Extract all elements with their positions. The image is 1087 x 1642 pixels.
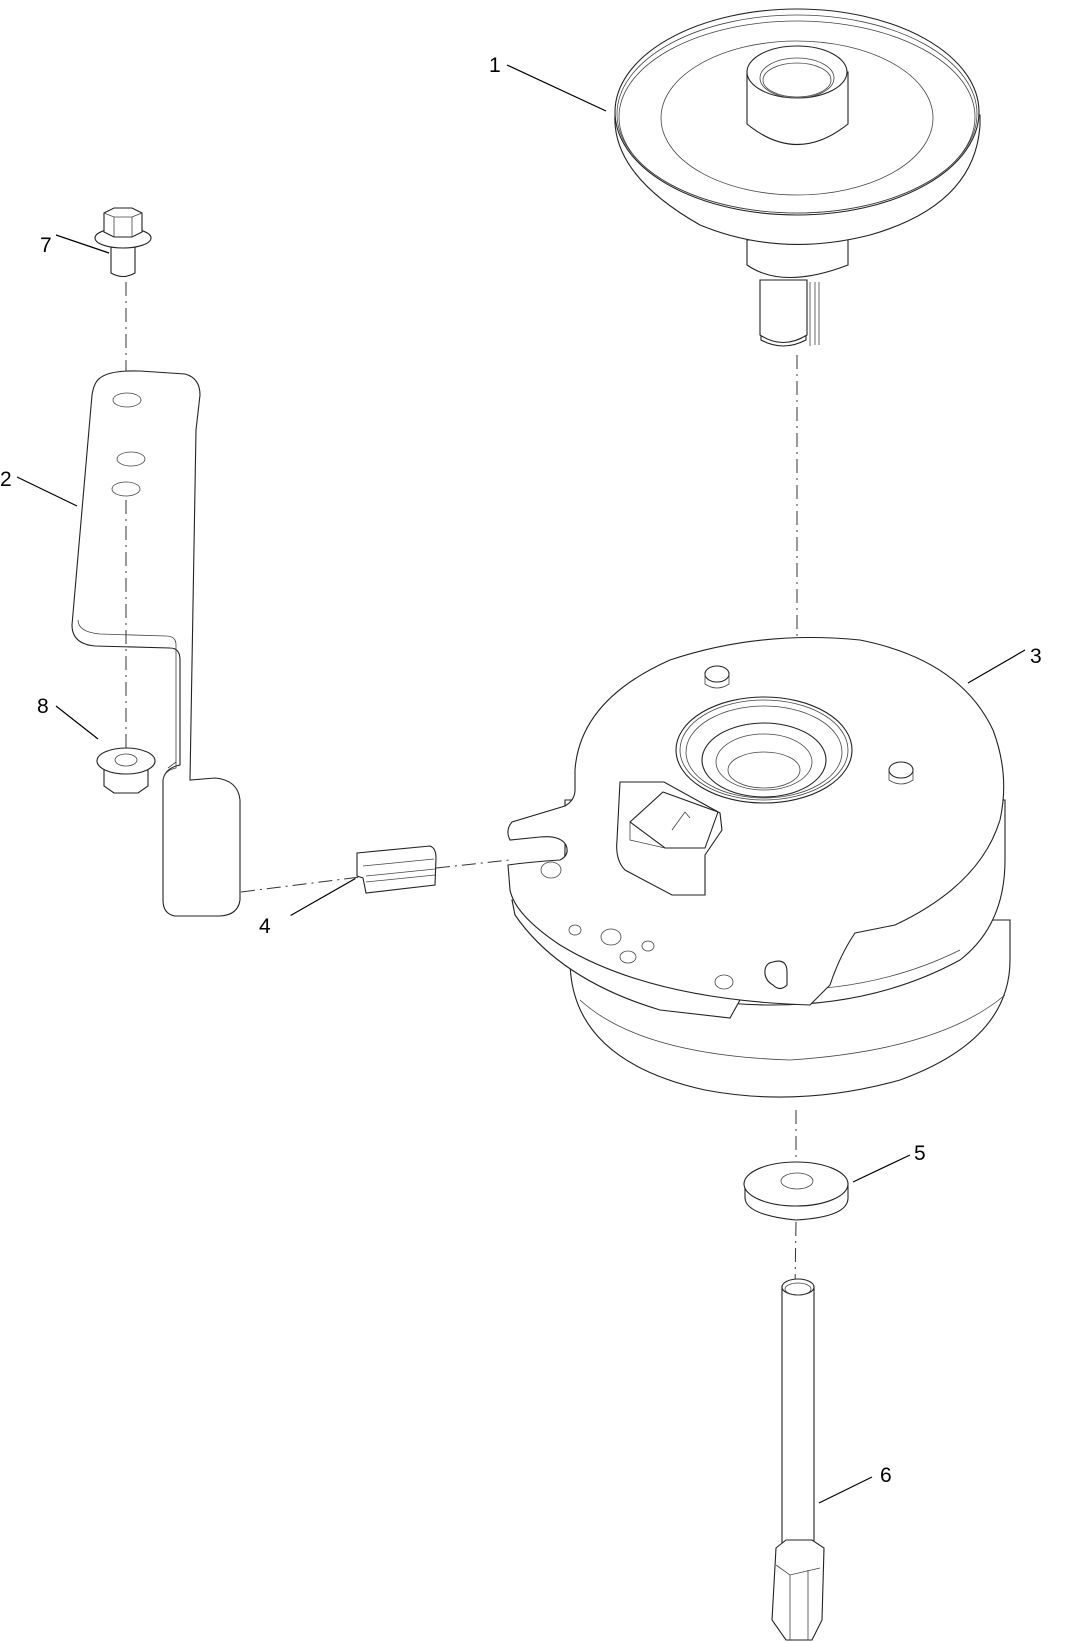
callout-4: 4 [259,915,271,938]
leader-line-3 [967,649,1026,684]
part-4-bushing [356,845,437,894]
part-2-bracket [71,370,241,917]
callout-8: 8 [37,695,49,718]
part-8-flange-nut [96,747,156,794]
callout-5: 5 [914,1142,926,1165]
leader-line-6 [818,1476,873,1504]
leader-line-4 [290,877,356,917]
centerline-5-6 [794,1221,797,1289]
centerline-2-4 [240,876,361,893]
part-7-flange-bolt [94,207,152,278]
part-5-washer [743,1161,849,1221]
leader-line-7 [55,234,110,254]
part-3-clutch [507,637,1011,1098]
callout-7: 7 [40,234,52,257]
leader-line-2 [16,476,78,507]
leader-line-5 [852,1154,911,1183]
callout-6: 6 [880,1464,892,1487]
part-1-pulley [614,8,981,347]
centerline-4-3 [435,859,511,869]
callout-1: 1 [489,54,501,77]
callout-2: 2 [0,468,12,491]
callout-3: 3 [1030,645,1042,668]
part-6-long-bolt [771,1278,825,1641]
leader-line-8 [55,705,99,740]
leader-line-1 [506,64,607,112]
